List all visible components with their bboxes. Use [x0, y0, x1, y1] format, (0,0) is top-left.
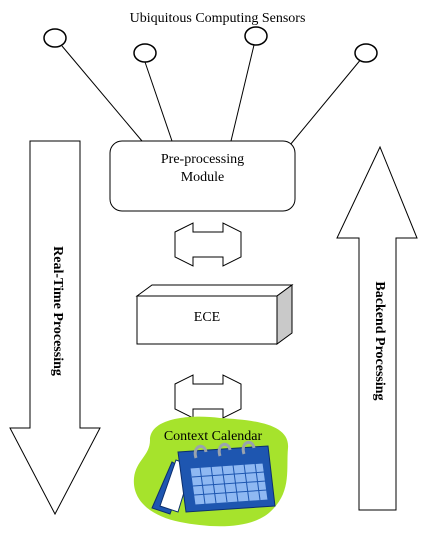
double-arrow-lower: [174, 374, 242, 419]
ece-box-side: [276, 284, 293, 345]
real-time-processing-label: Real-Time Processing: [50, 246, 65, 376]
preprocessing-module-label: Pre-processing Module: [110, 151, 295, 187]
sensor-node-1: [43, 28, 67, 48]
preprocessing-module-label-line2: Module: [180, 170, 225, 185]
sensors-title: Ubiquitous Computing Sensors: [129, 11, 306, 26]
sensor-line-4: [289, 57, 363, 146]
backend-processing-arrow: [336, 145, 418, 511]
ece-box-top: [135, 284, 294, 297]
sensor-line-3: [230, 44, 255, 142]
sensor-line-1: [61, 45, 143, 142]
ece-label: ECE: [193, 310, 221, 325]
calendar-rings: [193, 440, 256, 459]
ece-box: [135, 284, 294, 345]
ece-box-front: [136, 295, 278, 345]
context-calendar-icon: [133, 416, 289, 527]
sensor-node-3: [244, 26, 268, 46]
backend-processing-label: Backend Processing: [372, 281, 387, 401]
preprocessing-module-label-line1: Pre-processing: [160, 152, 245, 167]
preprocessing-module-box: [109, 140, 296, 212]
sensor-node-4: [354, 43, 378, 63]
sensors: [43, 26, 378, 63]
real-time-processing-arrow: [9, 140, 101, 516]
context-calendar-label: Context Calendar: [163, 429, 263, 444]
sensor-line-2: [144, 61, 173, 142]
sensor-node-2: [133, 43, 157, 63]
calendar-grid-lines: [191, 462, 268, 505]
sensor-lines: [61, 44, 363, 146]
double-arrow-upper: [174, 222, 242, 267]
